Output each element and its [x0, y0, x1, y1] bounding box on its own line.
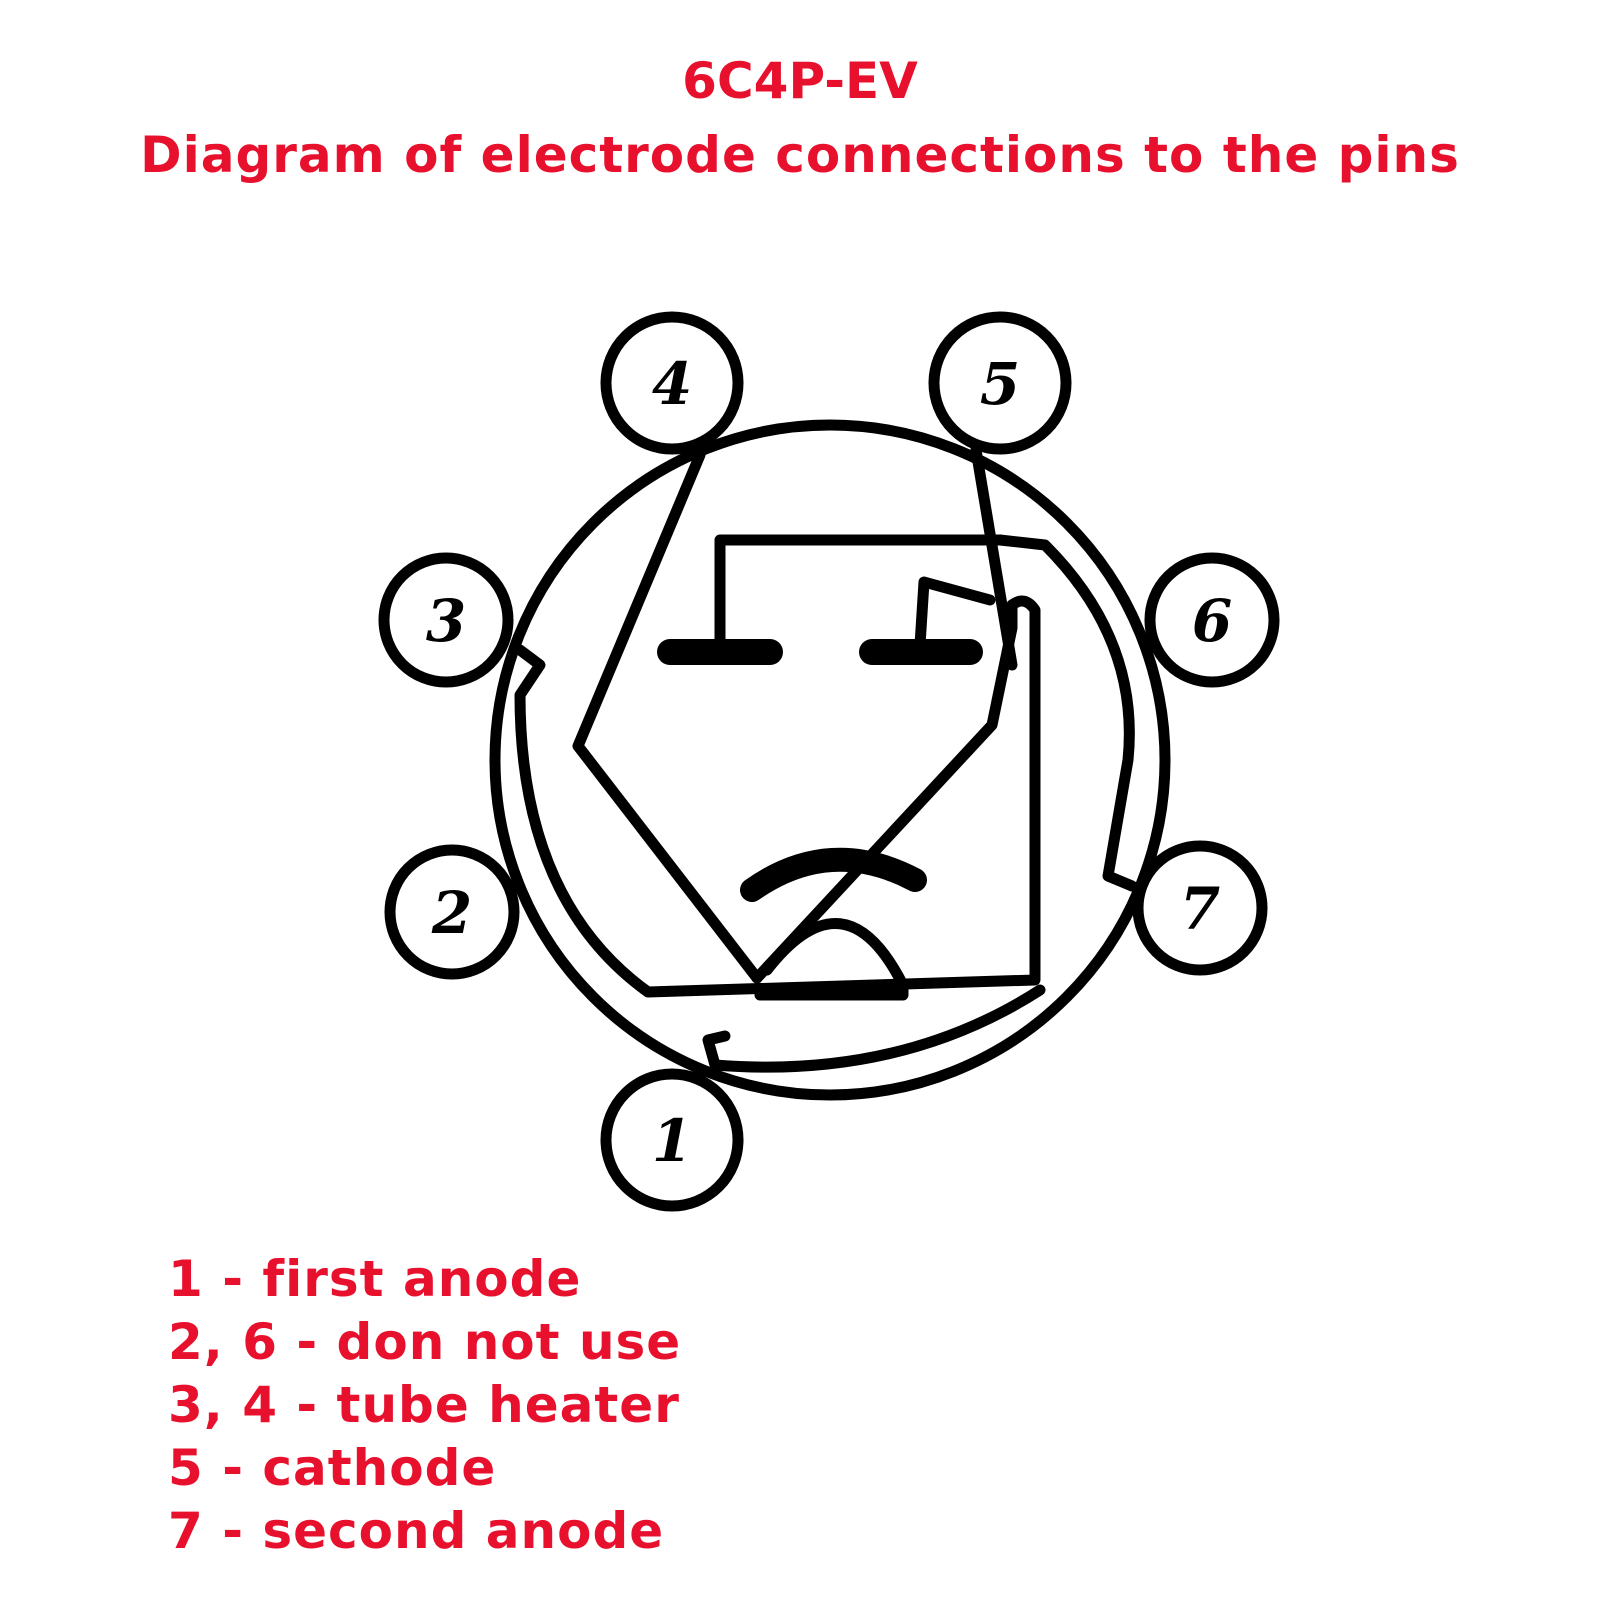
tube-name: 6C4P-EV	[682, 52, 918, 110]
grid-2-lead	[914, 576, 996, 651]
pin-7-circle	[1132, 840, 1268, 976]
pin-5-label: 5	[980, 350, 1020, 418]
legend-item: 1 - first anode	[168, 1250, 582, 1308]
heater-wire-lower	[751, 599, 1018, 984]
cathode-lead	[970, 444, 1018, 671]
legend-item: 2, 6 - don not use	[168, 1313, 682, 1371]
pin-5-circle	[928, 311, 1072, 455]
anode-wire-lower	[709, 984, 1046, 1073]
pin-3-label: 3	[426, 587, 466, 655]
pin-6-label: 6	[1192, 587, 1232, 655]
legend-item: 7 - second anode	[168, 1502, 665, 1560]
pin-1-label: 1	[652, 1107, 692, 1175]
legend-item: 5 - cathode	[168, 1439, 497, 1497]
pin-2-circle	[384, 844, 520, 980]
anode-wire-right	[994, 534, 1138, 892]
grid-1-lead	[714, 534, 1006, 651]
pin-3-circle	[378, 552, 514, 688]
pin-legend: 1 - first anode 2, 6 - don not use 3, 4 …	[168, 1248, 681, 1563]
cathode-loop	[514, 595, 1041, 998]
pin-6-circle	[1144, 552, 1280, 688]
heater-wire	[572, 449, 763, 984]
filament-arc	[754, 918, 909, 1001]
tube-envelope	[489, 419, 1171, 1101]
anode-wire-lower-tab	[702, 1030, 731, 1071]
pin-1-circle	[600, 1068, 744, 1212]
cathode-electrode	[740, 847, 927, 902]
pin-4-circle	[600, 311, 744, 455]
diagram-title: Diagram of electrode connections to the …	[140, 126, 1460, 184]
pin-4-label: 4	[652, 350, 692, 418]
pin-2-label: 2	[431, 879, 472, 947]
legend-item: 3, 4 - tube heater	[168, 1376, 680, 1434]
pin-7-label: 7	[1180, 875, 1220, 943]
